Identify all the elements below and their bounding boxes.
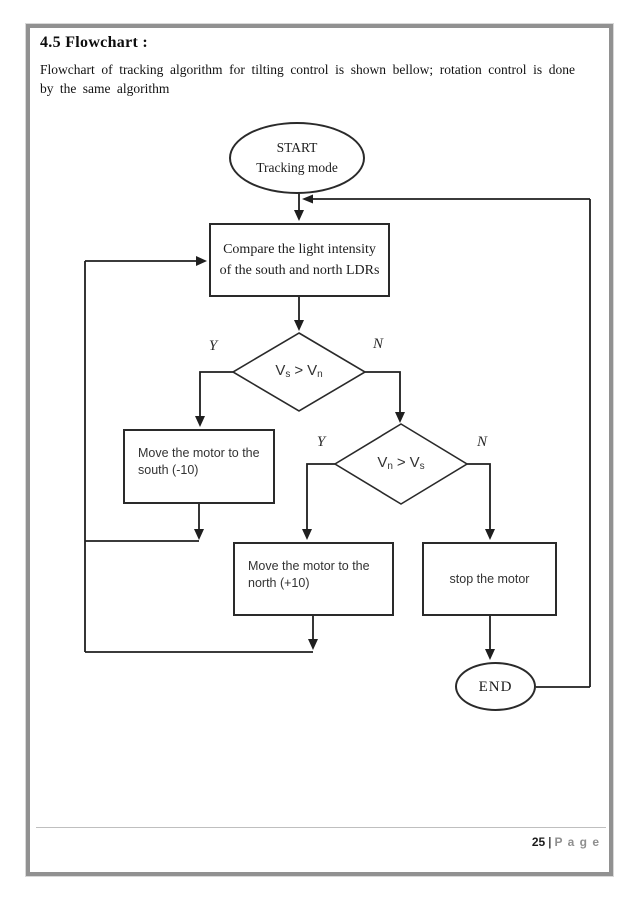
connector-decision2-yes <box>306 463 335 530</box>
compare-node: Compare the light intensity of the south… <box>209 223 390 297</box>
footer-divider <box>36 827 606 828</box>
start-line1: START <box>276 140 318 155</box>
compare-line1: Compare the light intensity <box>223 242 376 257</box>
arrowhead-into-decision2 <box>395 412 405 423</box>
arrowhead-north-junction <box>308 639 318 650</box>
move-south-line1: Move the motor to the <box>138 446 260 460</box>
arrowhead-into-end <box>485 649 495 660</box>
arrowhead-into-compare-top <box>294 210 304 221</box>
end-node: END <box>455 662 536 711</box>
move-south-node: Move the motor to the south (-10) <box>123 429 275 504</box>
compare-line2: of the south and north LDRs <box>219 263 380 278</box>
section-heading: 4.5 Flowchart : <box>40 34 149 51</box>
decision2-yes-label: Y <box>316 434 326 450</box>
decision1-sub2: n <box>317 369 323 380</box>
start-line2: Tracking mode <box>256 160 338 175</box>
move-south-line2: south (-10) <box>138 463 199 477</box>
footer-separator: | <box>548 835 552 849</box>
decision2-diamond <box>333 423 469 505</box>
decision1-yes-label: Y <box>208 338 218 354</box>
move-north-line1: Move the motor to the <box>248 559 370 573</box>
end-label: END <box>478 678 513 695</box>
decision1-sub1: s <box>285 369 291 380</box>
decision2-sub1: n <box>387 461 393 472</box>
footer-page-word: P a g e <box>554 835 600 849</box>
decision2-operator: > <box>396 454 406 471</box>
decision1-no-label: N <box>372 336 383 352</box>
decision1-var1: V <box>275 362 286 379</box>
decision2-sub2: s <box>419 461 425 472</box>
page-footer: 25|P a g e <box>532 835 600 849</box>
body-paragraph: Flowchart of tracking algorithm for tilt… <box>40 62 575 96</box>
stop-motor-label: stop the motor <box>449 571 530 586</box>
decision2-var1: V <box>377 454 388 471</box>
arrowhead-into-south-box <box>195 416 205 427</box>
move-north-node: Move the motor to the north (+10) <box>233 542 394 616</box>
decision1-var2: V <box>307 362 318 379</box>
connector-decision2-no <box>467 463 491 530</box>
decision2-no-label: N <box>476 434 487 450</box>
arrowhead-into-compare-left <box>196 256 207 266</box>
connector-decision1-no <box>365 371 401 413</box>
page-number: 25 <box>531 835 546 849</box>
stop-motor-node: stop the motor <box>422 542 557 616</box>
decision1-label: Vs>Vn <box>249 362 349 380</box>
decision2-var2: V <box>409 454 420 471</box>
arrowhead-south-junction <box>194 529 204 540</box>
decision2-label: Vn>Vs <box>351 454 451 472</box>
connector-decision1-yes <box>199 371 233 417</box>
move-north-line2: north (+10) <box>248 576 310 590</box>
start-node: START Tracking mode <box>229 122 365 194</box>
arrowhead-into-stop-box <box>485 529 495 540</box>
arrowhead-into-north-box <box>302 529 312 540</box>
decision1-diamond <box>231 332 367 412</box>
arrowhead-feedback-left <box>302 194 313 204</box>
decision1-operator: > <box>294 362 304 379</box>
arrowhead-into-decision1 <box>294 320 304 331</box>
